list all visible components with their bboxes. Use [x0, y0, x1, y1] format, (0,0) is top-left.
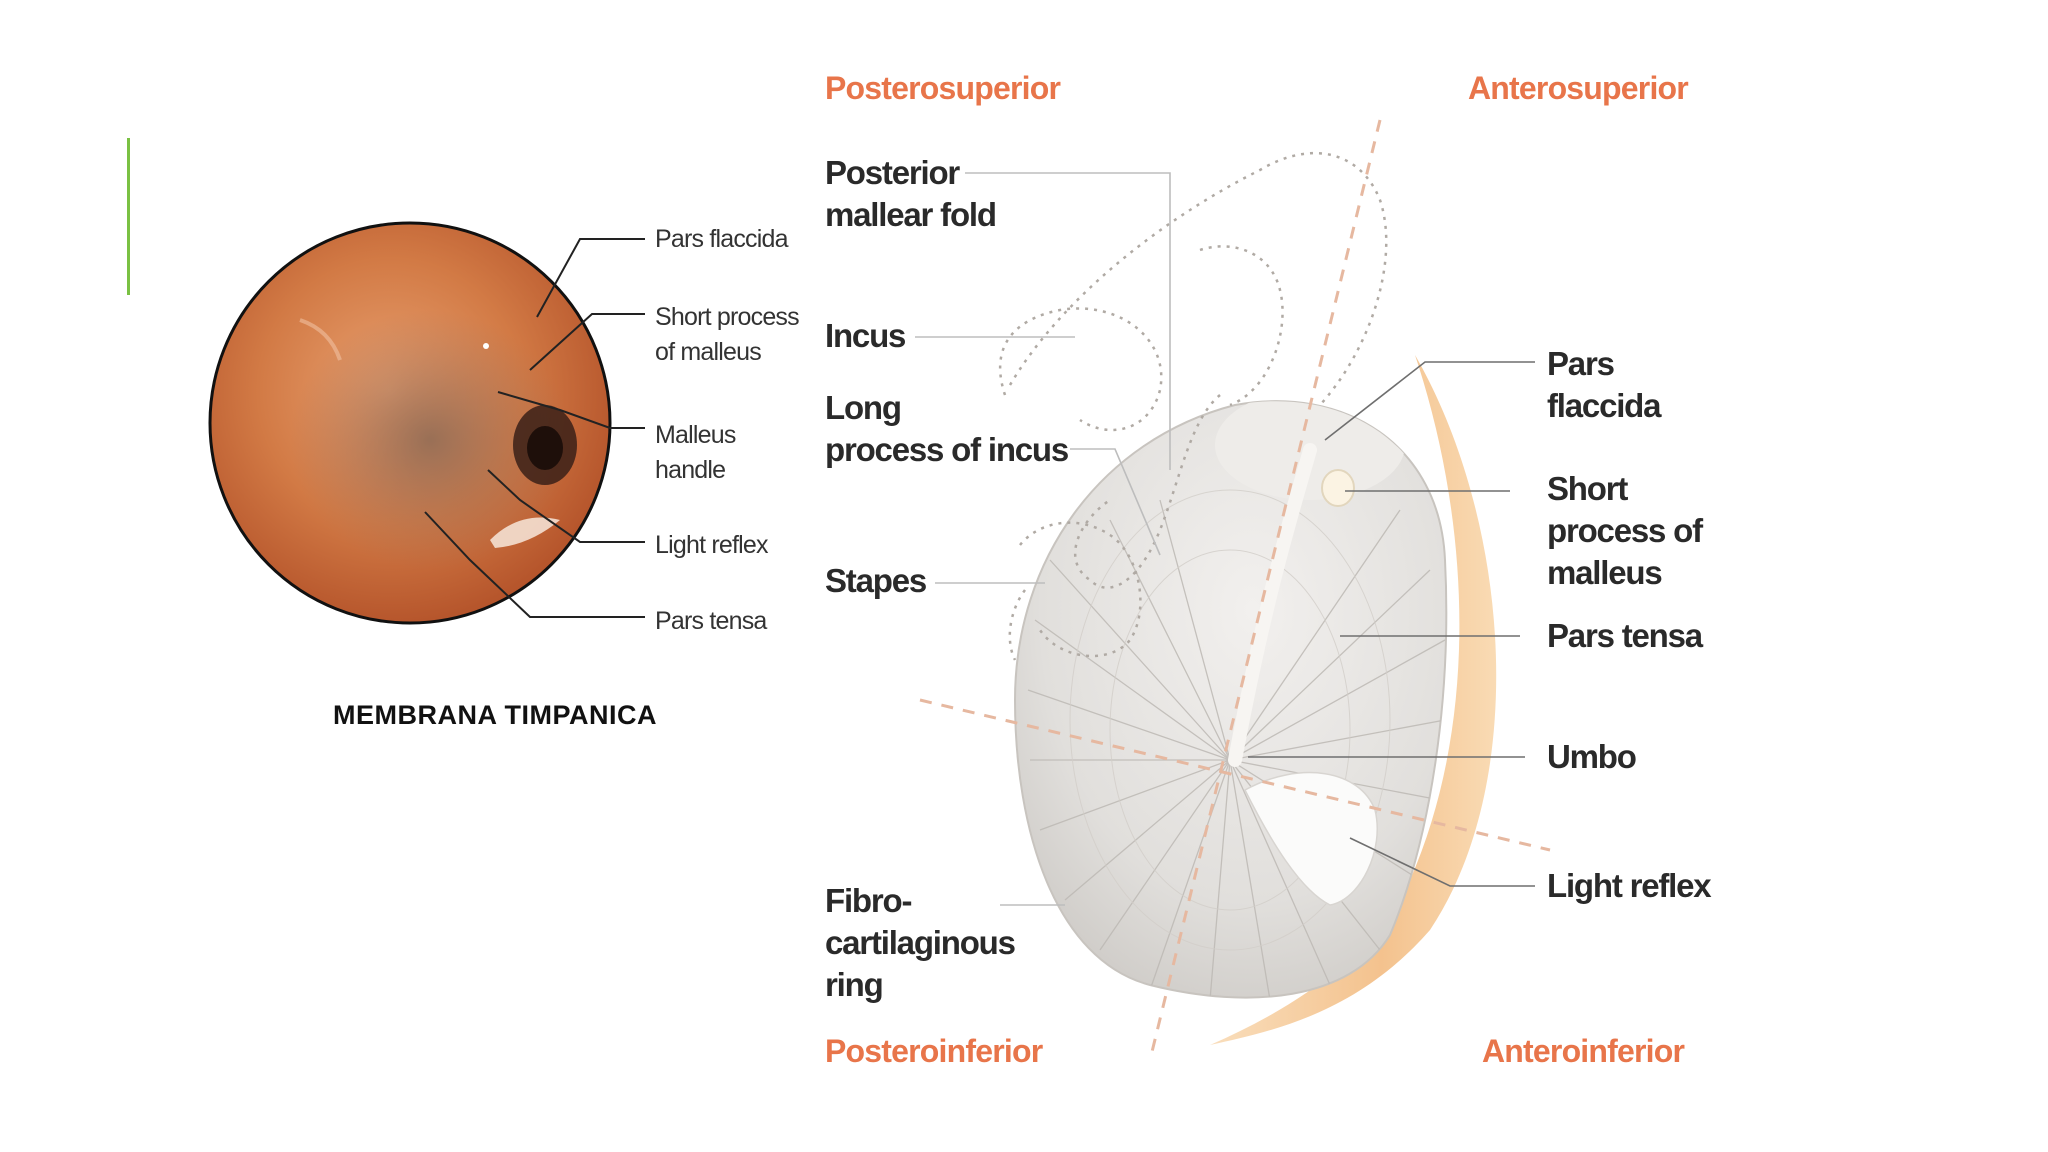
label-long-process-of-incus: Long process of incus — [825, 387, 1069, 471]
label-long-process-line1: Long — [825, 389, 902, 426]
light-reflex-area — [1244, 771, 1378, 906]
label-posterior-mallear-fold: Posterior mallear fold — [825, 152, 997, 236]
otoscopic-photo — [208, 221, 645, 625]
photo-caption: MEMBRANA TIMPANICA — [333, 700, 657, 730]
photo-label-malleus-handle-line1: Malleus — [655, 421, 736, 449]
label-long-process-line2: process of incus — [825, 431, 1069, 468]
label-pars-flaccida: Pars flaccida — [1547, 343, 1662, 427]
orientation-anterosuperior: Anterosuperior — [1468, 70, 1689, 106]
orientation-posteroinferior: Posteroinferior — [825, 1033, 1043, 1069]
label-posterior-mallear-fold-line1: Posterior — [825, 154, 960, 191]
label-pars-flaccida-line2: flaccida — [1547, 387, 1662, 424]
photo-label-light-reflex: Light reflex — [655, 531, 769, 559]
label-umbo: Umbo — [1547, 738, 1637, 775]
photo-label-short-process: Short process of malleus — [655, 300, 800, 370]
label-posterior-mallear-fold-line2: mallear fold — [825, 196, 997, 233]
accent-bar — [127, 138, 130, 295]
label-pars-tensa: Pars tensa — [1547, 617, 1703, 654]
label-fibro-line3: ring — [825, 966, 884, 1003]
label-fibro-line2: cartilaginous — [825, 924, 1016, 961]
orientation-anteroinferior: Anteroinferior — [1482, 1033, 1685, 1069]
label-short-process-line1: Short — [1547, 470, 1628, 507]
label-light-reflex: Light reflex — [1547, 867, 1712, 904]
label-short-process-line3: malleus — [1547, 554, 1663, 591]
label-pars-flaccida-line1: Pars — [1547, 345, 1615, 382]
label-short-process-of-malleus: Short process of malleus — [1547, 468, 1703, 594]
photo-label-pars-flaccida: Pars flaccida — [655, 225, 789, 253]
label-short-process-line2: process of — [1547, 512, 1703, 549]
photo-label-malleus-handle: Malleus handle — [655, 418, 736, 488]
photo-label-short-process-line2: of malleus — [655, 338, 762, 366]
photo-label-pars-tensa: Pars tensa — [655, 607, 767, 635]
orientation-posterosuperior: Posterosuperior — [825, 70, 1061, 106]
fibrocartilaginous-ring — [1210, 355, 1497, 1045]
label-stapes: Stapes — [825, 562, 927, 599]
photo-label-short-process-line1: Short process — [655, 303, 800, 331]
membrane-drawing — [915, 119, 1551, 1061]
label-fibro-line1: Fibro- — [825, 882, 912, 919]
photo-label-malleus-handle-line2: handle — [655, 456, 726, 484]
label-incus: Incus — [825, 317, 906, 354]
label-fibrocartilaginous-ring: Fibro- cartilaginous ring — [825, 880, 1016, 1006]
